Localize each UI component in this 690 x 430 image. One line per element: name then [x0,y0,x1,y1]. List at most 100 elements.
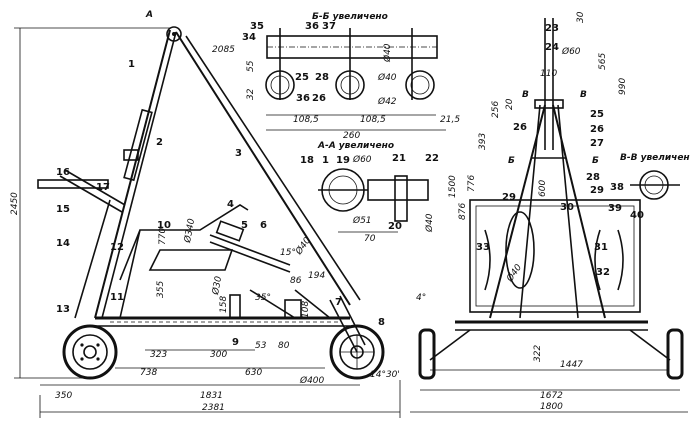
dim-h355: 355 [156,281,166,298]
dim-w323: 323 [150,350,167,360]
dim-fv-h600: 600 [538,180,548,197]
front-view-dimensions: 30 Ø60 565 990 110 20 256 393 776 1500 6… [410,11,688,413]
dim-bb-w108a: 108,5 [293,115,319,125]
dim-d340: Ø340 [182,217,197,244]
part-5: 5 [241,220,248,231]
part-27: 27 [590,138,604,149]
part-1-aa: 1 [322,155,329,166]
part-9: 9 [232,337,239,348]
section-bb: Б-Б увеличено Ø40 Ø40 Ø42 55 32 108,5 10… [242,12,460,141]
dim-w738: 738 [140,368,157,378]
part-25: 25 [590,109,604,120]
dim-h158: 158 [219,296,229,313]
side-view [37,26,385,380]
dim-height-total: 2450 [10,192,20,215]
part-36-bb: 36 [296,93,310,104]
part-23: 23 [545,23,559,34]
dim-aa-w70: 70 [364,234,376,244]
dim-d400: Ø400 [299,375,325,386]
part-6: 6 [260,220,267,231]
section-marker-a: А [145,10,153,20]
dim-bb-w21: 21,5 [440,115,460,125]
front-view: В-В увеличено [418,18,690,380]
dim-bb-h55: 55 [246,60,256,72]
dim-w86: 86 [290,276,302,286]
dim-fv-h322: 322 [533,345,543,362]
dim-seat-height: 770 [158,228,168,245]
part-22: 22 [425,153,439,164]
dim-w300: 300 [210,350,227,360]
part-20: 20 [388,221,402,232]
rear-wheel [62,324,118,380]
side-part-numbers: 1 2 3 4 5 6 7 8 9 10 11 12 13 14 15 16 1… [56,59,385,348]
dim-aa-d40: Ø40 [424,213,435,233]
dim-w350: 350 [55,391,72,401]
part-18: 18 [300,155,314,166]
dim-d30: Ø30 [210,275,224,296]
dim-fv-d60: Ø60 [561,46,581,57]
part-35: 35 [250,21,264,32]
dim-bb-d40a: Ø40 [382,43,393,63]
part-30: 30 [560,202,574,213]
part-15: 15 [56,204,70,215]
part-24: 24 [545,42,559,53]
section-aa: А-А увеличено Ø60 Ø51 Ø40 70 18 1 19 21 … [300,141,439,244]
part-39: 39 [608,203,622,214]
part-25-bb: 25 [295,72,309,83]
dim-angle35: 35° [255,293,271,303]
part-3: 3 [235,148,242,159]
part-33: 33 [476,242,490,253]
section-marker-v-left: В [522,90,529,100]
part-29: 29 [502,192,516,203]
dim-w1831: 1831 [200,391,223,401]
section-marker-b-left: Б [508,156,515,166]
part-16: 16 [56,167,70,178]
part-13: 13 [56,304,70,315]
part-12: 12 [110,242,124,253]
dim-fv-h30: 30 [576,11,586,23]
part-2: 2 [156,137,163,148]
dim-bb-d40b: Ø40 [377,72,397,83]
dim-fv-h990: 990 [618,78,628,95]
dim-angle15: 15° [280,248,296,258]
dim-fv-h565: 565 [598,53,608,70]
part-21: 21 [392,153,406,164]
dim-bb-h32: 32 [246,88,256,100]
dim-w194: 194 [308,271,325,281]
dim-bb-w108b: 108,5 [360,115,386,125]
section-aa-title: А-А увеличено [317,141,394,151]
dim-w630: 630 [245,368,262,378]
part-10: 10 [157,220,171,231]
part-29-right: 29 [590,185,604,196]
dim-w2381: 2381 [202,403,225,413]
part-36: 36 [305,21,319,32]
dim-fv-h876: 876 [458,203,468,220]
part-1: 1 [128,59,135,70]
dim-h108: 108 [301,301,311,318]
part-26-bb: 26 [312,93,326,104]
part-8: 8 [378,317,385,328]
dim-aa-d51: Ø51 [352,215,372,226]
part-40: 40 [630,210,644,221]
dim-fv-w1447: 1447 [560,360,583,370]
part-11: 11 [110,292,124,303]
part-31: 31 [594,242,608,253]
part-4: 4 [227,199,234,210]
dim-boom-length: 2085 [212,45,235,55]
dim-fv-w1672: 1672 [540,391,563,401]
part-19: 19 [336,155,350,166]
dim-aa-d60: Ø60 [352,154,372,165]
part-37: 37 [322,21,336,32]
part-14: 14 [56,238,70,249]
dim-fv-angle4: 4° [416,293,426,303]
dim-w80: 80 [278,341,290,351]
part-28: 28 [586,172,600,183]
part-28-bb: 28 [315,72,329,83]
part-17: 17 [96,182,110,193]
part-38: 38 [610,182,624,193]
dim-angle-wheel: 14°30' [370,370,400,380]
part-32: 32 [596,267,610,278]
dim-bb-w260: 260 [343,131,360,141]
front-part-numbers: 23 24 25 26 26 27 28 29 29 30 31 32 33 3… [476,23,644,278]
